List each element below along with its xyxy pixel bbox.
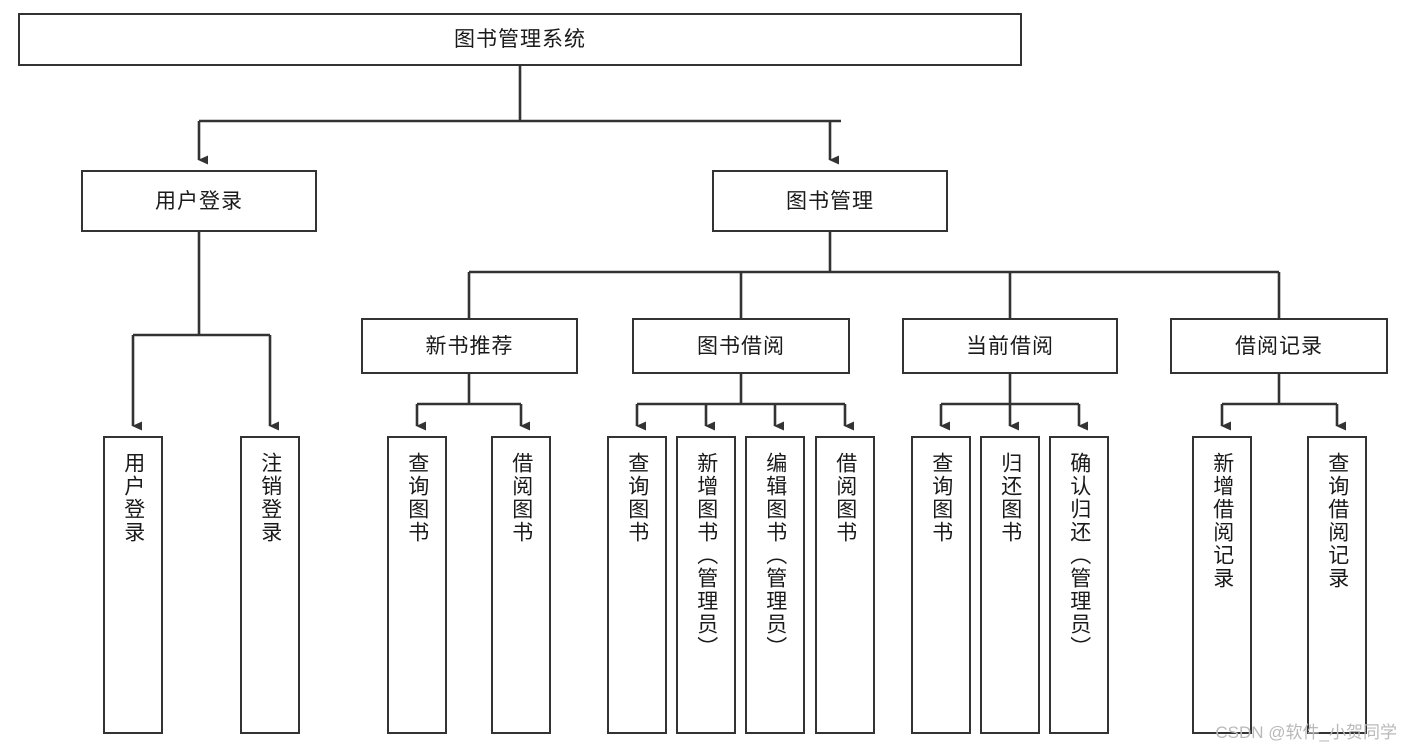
- node-root-label: 图书管理系统: [454, 28, 586, 51]
- node-book-management[interactable]: 图书管理: [712, 170, 948, 232]
- leaf-current-query-book-label: 查询图书: [929, 452, 953, 544]
- node-book-borrow[interactable]: 图书借阅: [632, 318, 850, 374]
- watermark: CSDN @软件_小贺同学: [1215, 723, 1397, 742]
- leaf-record-query[interactable]: 查询借阅记录: [1307, 436, 1367, 734]
- node-borrow-record-label: 借阅记录: [1235, 334, 1323, 358]
- leaf-new-book-borrow[interactable]: 借阅图书: [491, 436, 551, 734]
- leaf-new-book-borrow-label: 借阅图书: [509, 452, 533, 544]
- leaf-current-return-book[interactable]: 归还图书: [980, 436, 1040, 734]
- leaf-user-login-signout-label: 注销登录: [258, 452, 282, 544]
- leaf-new-book-query-label: 查询图书: [405, 452, 429, 544]
- leaf-borrow-edit-book-admin-label: 编辑图书（管理员）: [763, 452, 787, 659]
- node-current-borrow-label: 当前借阅: [966, 334, 1054, 358]
- node-book-management-label: 图书管理: [786, 189, 874, 213]
- leaf-user-login-signin[interactable]: 用户登录: [103, 436, 163, 734]
- leaf-borrow-edit-book-admin[interactable]: 编辑图书（管理员）: [745, 436, 805, 734]
- node-current-borrow[interactable]: 当前借阅: [902, 318, 1118, 374]
- leaf-current-return-book-label: 归还图书: [998, 452, 1022, 544]
- leaf-borrow-query-book[interactable]: 查询图书: [607, 436, 667, 734]
- leaf-record-add[interactable]: 新增借阅记录: [1192, 436, 1252, 734]
- node-new-book-recommend-label: 新书推荐: [425, 334, 514, 358]
- leaf-user-login-signin-label: 用户登录: [121, 452, 145, 544]
- leaf-record-add-label: 新增借阅记录: [1210, 452, 1234, 590]
- leaf-record-query-label: 查询借阅记录: [1325, 452, 1349, 590]
- leaf-current-query-book[interactable]: 查询图书: [911, 436, 971, 734]
- node-new-book-recommend[interactable]: 新书推荐: [361, 318, 578, 374]
- node-user-login-label: 用户登录: [155, 189, 243, 213]
- leaf-borrow-borrow-book[interactable]: 借阅图书: [815, 436, 875, 734]
- leaf-current-confirm-return-admin-label: 确认归还（管理员）: [1067, 452, 1091, 659]
- leaf-new-book-query[interactable]: 查询图书: [387, 436, 447, 734]
- leaf-borrow-add-book-admin[interactable]: 新增图书（管理员）: [676, 436, 736, 734]
- node-borrow-record[interactable]: 借阅记录: [1170, 318, 1388, 374]
- node-user-login[interactable]: 用户登录: [81, 170, 317, 232]
- leaf-current-confirm-return-admin[interactable]: 确认归还（管理员）: [1049, 436, 1109, 734]
- node-book-borrow-label: 图书借阅: [697, 334, 785, 358]
- leaf-borrow-query-book-label: 查询图书: [625, 452, 649, 544]
- leaf-borrow-add-book-admin-label: 新增图书（管理员）: [694, 452, 718, 659]
- leaf-borrow-borrow-book-label: 借阅图书: [833, 452, 857, 544]
- node-root-book-management-system[interactable]: 图书管理系统: [18, 13, 1022, 66]
- leaf-user-login-signout[interactable]: 注销登录: [240, 436, 300, 734]
